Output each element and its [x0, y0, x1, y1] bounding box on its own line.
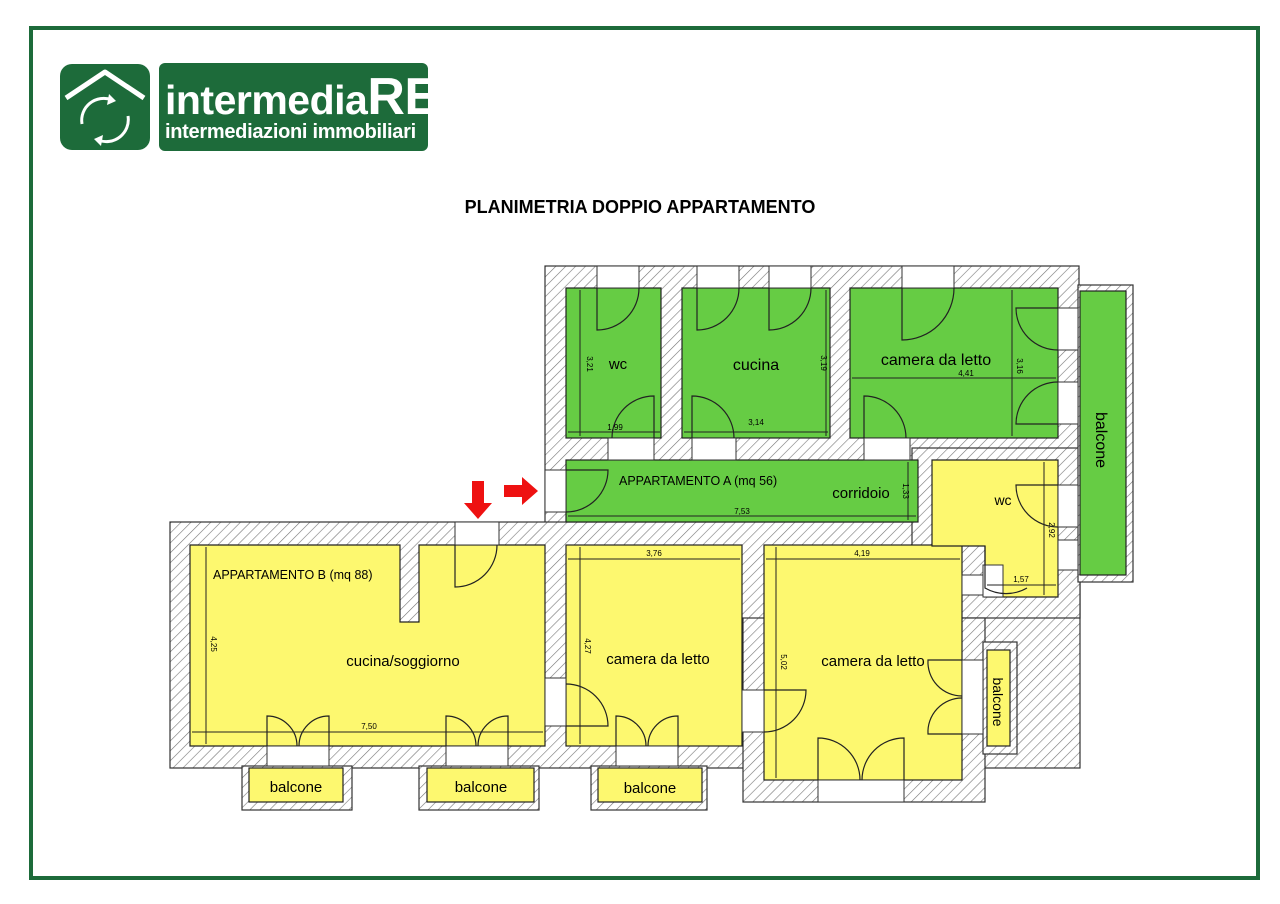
- room-b-camera1: [565, 544, 743, 747]
- room-labels: wc cucina camera da letto APPARTAMENTO A…: [213, 352, 1109, 797]
- logo-tagline: intermediazioni immobiliari: [165, 121, 416, 143]
- room-a-wc: [565, 287, 662, 439]
- room-a-cucina: [681, 287, 831, 439]
- room-a-balcone: [1079, 290, 1127, 576]
- dimension-labels: 1,99 3,21 3,14 3,19 4,41 3,16 7,53 1,33 …: [209, 355, 1056, 731]
- label-b-apartment: APPARTAMENTO B (mq 88): [213, 568, 373, 582]
- logo-brand: intermediaRE: [165, 68, 439, 126]
- dim-b-camera2-w: 4,19: [854, 549, 870, 558]
- label-b-balcone1: balcone: [270, 779, 323, 796]
- room-b-balcone2: [426, 767, 535, 803]
- label-b-balcone-side: balcone: [990, 677, 1006, 726]
- label-a-corridoio: corridoio: [832, 485, 890, 502]
- label-b-balcone3: balcone: [624, 780, 677, 797]
- dim-a-cucina-w: 3,14: [748, 418, 764, 427]
- openings: [266, 265, 1079, 803]
- entrance-arrows: [464, 477, 538, 519]
- room-b-balcone-side: [986, 649, 1011, 747]
- label-a-balcone: balcone: [1092, 412, 1109, 468]
- label-b-camera2: camera da letto: [821, 653, 924, 670]
- dim-b-camera2-h: 5,02: [779, 654, 788, 670]
- dim-b-wc-w: 1,57: [1013, 575, 1029, 584]
- label-a-cucina: cucina: [733, 357, 779, 374]
- logo: intermediaRE intermediazioni immobiliari: [159, 63, 439, 151]
- dim-a-corridoio-w: 7,53: [734, 507, 750, 516]
- dim-a-camera-h: 3,16: [1015, 358, 1024, 374]
- apartment-b: [189, 459, 1059, 803]
- room-b-balcone1: [248, 767, 344, 803]
- dim-b-camera1-w: 3,76: [646, 549, 662, 558]
- dim-b-soggiorno-w: 7,50: [361, 722, 377, 731]
- dim-a-camera-w: 4,41: [958, 369, 974, 378]
- page-frame: [29, 26, 1260, 880]
- dimension-lines: [192, 290, 1056, 778]
- room-a-camera: [849, 287, 1059, 439]
- room-b-balcone3: [597, 767, 703, 803]
- arrow-down-icon: [464, 481, 492, 519]
- dim-a-corridoio-h: 1,33: [901, 483, 910, 499]
- dim-a-wc-w: 1,99: [607, 423, 623, 432]
- page-title: PLANIMETRIA DOPPIO APPARTAMENTO: [464, 197, 816, 217]
- label-b-soggiorno: cucina/soggiorno: [346, 653, 459, 670]
- dim-a-wc-h: 3,21: [585, 356, 594, 372]
- apartment-a: [565, 287, 1127, 576]
- label-a-wc: wc: [608, 356, 628, 373]
- label-a-camera: camera da letto: [881, 352, 991, 369]
- label-b-camera1: camera da letto: [606, 651, 709, 668]
- room-b-camera2: [763, 544, 963, 781]
- dim-b-camera1-h: 4,27: [583, 638, 592, 654]
- dim-b-wc-h: 2,92: [1047, 522, 1056, 538]
- label-a-apartment: APPARTAMENTO A (mq 56): [619, 474, 777, 488]
- arrow-right-icon: [504, 477, 538, 505]
- label-b-balcone2: balcone: [455, 779, 508, 796]
- dim-a-cucina-h: 3,19: [819, 355, 828, 371]
- door-swings: [266, 287, 1059, 781]
- label-b-wc: wc: [993, 492, 1011, 508]
- dim-b-soggiorno-h: 4,25: [209, 636, 218, 652]
- logo-house-icon: [60, 64, 150, 150]
